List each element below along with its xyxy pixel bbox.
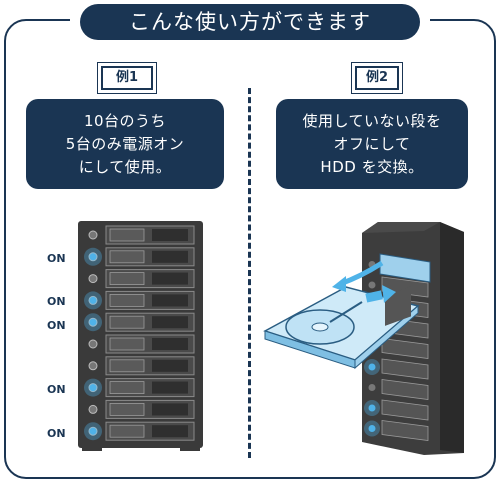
power-on-glow (364, 359, 380, 375)
drive-bay (88, 356, 195, 376)
tray-vent (152, 403, 188, 416)
tray-vent (152, 359, 188, 372)
drive-bay (88, 225, 195, 245)
drive-bay (88, 269, 195, 289)
drive-bay (88, 399, 195, 419)
drive-bay (364, 399, 429, 421)
example-1-line-1: 10台のうち (83, 111, 167, 130)
empty-bay-slot (379, 253, 431, 283)
drive-bay (84, 378, 195, 398)
tray-handle (109, 337, 145, 351)
tray-handle (109, 381, 145, 395)
power-on-glow (84, 378, 102, 397)
drive-tray (381, 379, 429, 400)
example-2-line-2: オフにして (333, 134, 411, 153)
power-switch-icon (368, 363, 376, 371)
drive-bay (84, 247, 195, 267)
tray-vent (152, 229, 188, 241)
drive-tray (381, 358, 429, 380)
tray-vent (152, 316, 188, 329)
power-switch-icon (368, 404, 376, 412)
tray-handle (109, 293, 145, 307)
tray-handle (109, 402, 145, 416)
power-switch-icon (88, 383, 98, 393)
tray-handle (109, 315, 145, 329)
on-label-4: ON (47, 383, 66, 396)
power-on-glow (84, 422, 102, 441)
on-label-2: ON (47, 295, 66, 308)
example-2-line-1: 使用していない段を (302, 111, 442, 130)
power-on-glow (84, 313, 102, 332)
drive-bay (364, 358, 429, 380)
power-switch-icon (88, 426, 98, 436)
drive-bay (84, 290, 195, 310)
tray-vent (152, 425, 188, 438)
on-label-3: ON (47, 319, 66, 332)
tray-handle (109, 359, 145, 373)
dashed-divider (248, 88, 251, 458)
drive-bay (368, 379, 429, 400)
enclosure-front-view (78, 221, 203, 451)
on-label-5: ON (47, 427, 66, 440)
power-on-glow (364, 400, 380, 416)
example-1-line-2: 5台のみ電源オン (65, 134, 185, 153)
power-switch-icon (88, 339, 98, 349)
enclosure-angled-view (263, 222, 464, 455)
example-2-tag: 例2 (351, 62, 403, 94)
tray-handle (109, 250, 145, 264)
drive-tray (381, 420, 429, 441)
power-switch-icon (88, 230, 98, 240)
power-switch-icon (368, 425, 376, 432)
drive-bay (84, 312, 195, 332)
tray-vent (152, 338, 188, 350)
drive-bay (84, 421, 195, 441)
swap-arrows (332, 260, 396, 303)
power-switch-icon (88, 274, 98, 284)
tray-handle (109, 228, 145, 242)
power-switch-icon (368, 281, 376, 289)
tray-vent (152, 272, 188, 285)
tray-handle (109, 424, 145, 438)
tray-vent (152, 250, 188, 263)
on-label-1: ON (47, 252, 66, 265)
power-switch-icon (88, 404, 98, 414)
drive-tray (381, 338, 429, 359)
example-1-tag: 例1 (97, 62, 157, 94)
tray-vent (152, 381, 188, 394)
tray-handle (109, 272, 145, 286)
power-on-glow (364, 420, 380, 437)
example-2-line-3: HDD を交換。 (320, 157, 424, 176)
power-switch-icon (88, 317, 98, 327)
power-on-glow (84, 247, 102, 266)
hdd-tray (263, 286, 420, 370)
power-switch-icon (88, 252, 98, 262)
drive-bay (88, 334, 195, 354)
example-1-description: 10台のうち 5台のみ電源オン にして使用。 (26, 99, 224, 189)
example-2-description: 使用していない段を オフにして HDD を交換。 (276, 99, 468, 189)
power-switch-icon (368, 384, 376, 391)
power-on-glow (84, 291, 102, 310)
drive-bay (364, 420, 429, 441)
power-switch-icon (88, 361, 98, 371)
example-1-line-3: にして使用。 (78, 157, 172, 176)
tray-vent (152, 294, 188, 307)
drive-tray (381, 399, 429, 421)
page-title: こんな使い方ができます (80, 4, 420, 40)
power-switch-icon (88, 295, 98, 305)
